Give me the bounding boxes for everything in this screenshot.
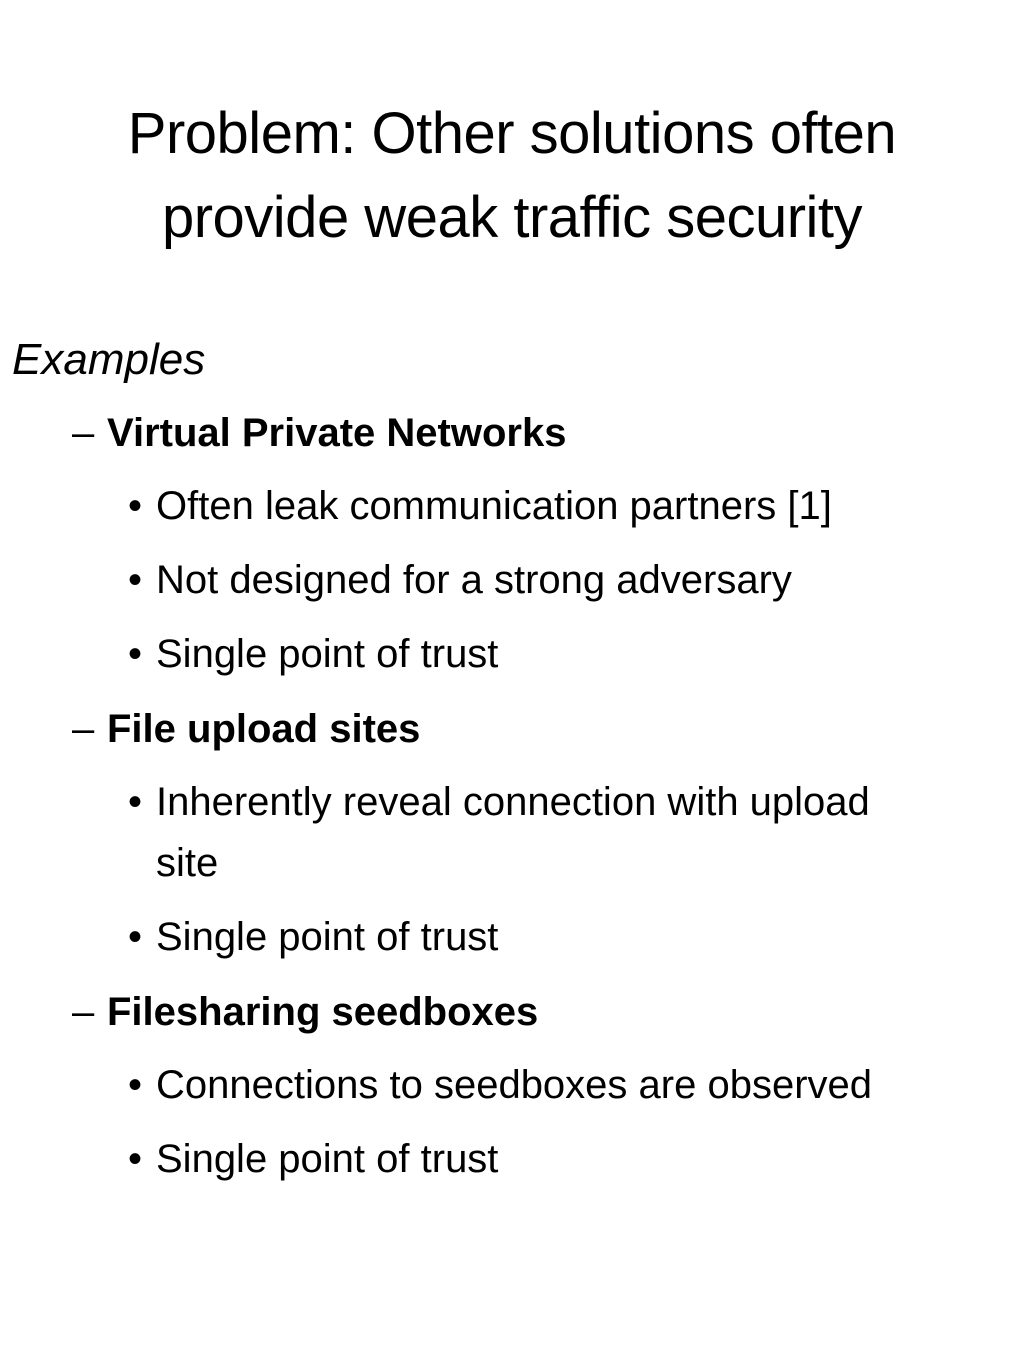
list-item-text: Connections to seedboxes are observed: [156, 1063, 873, 1107]
bullet-marker: •: [128, 780, 143, 824]
group-heading-text: File upload sites: [107, 707, 421, 751]
bullet-marker: •: [128, 1137, 143, 1181]
bullet-marker: •: [128, 915, 143, 959]
list-item: • Single point of trust: [12, 1123, 996, 1197]
group-heading-text: Virtual Private Networks: [107, 411, 567, 455]
group-heading-seedboxes: – Filesharing seedboxes: [12, 975, 1012, 1049]
group-heading-text: Filesharing seedboxes: [107, 990, 539, 1034]
bullet-marker: •: [128, 558, 143, 602]
list-item-text: Single point of trust: [156, 915, 499, 959]
bullet-marker: •: [128, 632, 143, 676]
list-item-text: Inherently reveal connection with upload…: [156, 780, 870, 885]
examples-label: Examples: [12, 335, 206, 384]
list-item: • Inherently reveal connection with uplo…: [12, 766, 916, 901]
slide-body: Examples – Virtual Private Networks • Of…: [12, 330, 1012, 1197]
list-item-text: Not designed for a strong adversary: [156, 558, 792, 602]
dash-marker: –: [72, 707, 95, 751]
dash-marker: –: [72, 990, 95, 1034]
group-heading-vpn: – Virtual Private Networks: [12, 396, 1012, 470]
list-item: • Not designed for a strong adversary: [12, 544, 996, 618]
slide-title: Problem: Other solutions often provide w…: [0, 92, 1024, 260]
list-item-text: Single point of trust: [156, 632, 499, 676]
slide-title-line-1: Problem: Other solutions often: [127, 101, 897, 166]
list-item: • Single point of trust: [12, 901, 996, 975]
list-item: • Connections to seedboxes are observed: [12, 1049, 1016, 1123]
bullet-marker: •: [128, 1063, 143, 1107]
list-item-text: Single point of trust: [156, 1137, 499, 1181]
list-item: • Often leak communication partners [1]: [12, 470, 1016, 544]
list-item: • Single point of trust: [12, 618, 996, 692]
slide-title-line-2: provide weak traffic security: [161, 185, 863, 250]
dash-marker: –: [72, 411, 95, 455]
bullet-marker: •: [128, 484, 143, 528]
group-heading-file-upload: – File upload sites: [12, 692, 1012, 766]
list-item-text: Often leak communication partners [1]: [156, 484, 832, 528]
